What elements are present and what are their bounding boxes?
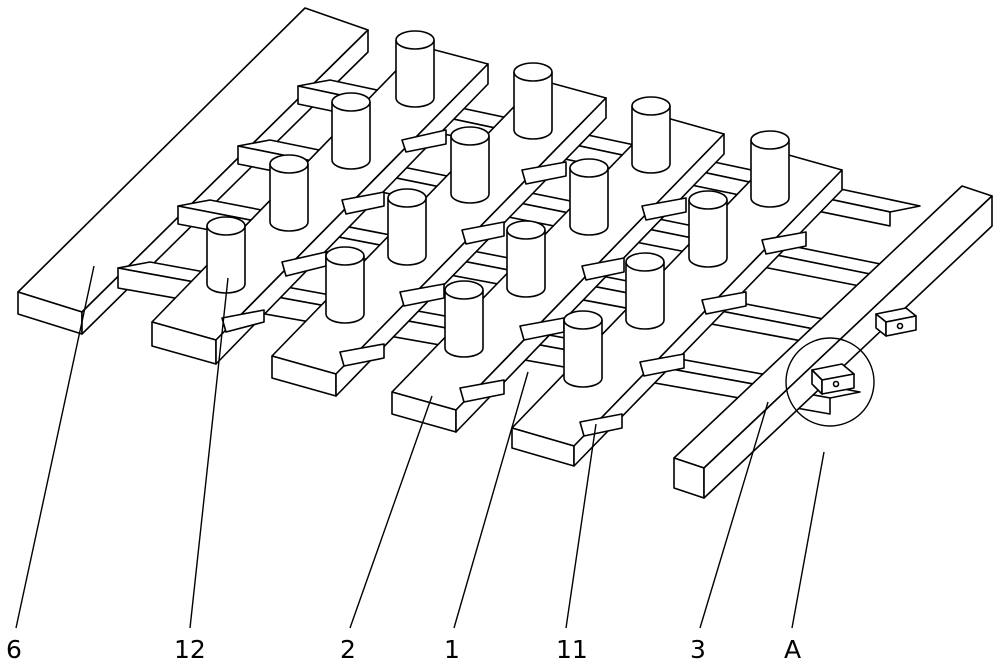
cylinder (450, 126, 490, 204)
cylinder (688, 190, 728, 268)
cylinder (513, 62, 553, 140)
label-1: 1 (444, 635, 460, 664)
wedges (221, 129, 807, 437)
label-11: 11 (556, 635, 588, 664)
cylinder (325, 246, 365, 324)
cylinder (563, 310, 603, 388)
beam-3 (673, 185, 993, 499)
cylinder (395, 30, 435, 108)
cylinder (444, 280, 484, 358)
label-3: 3 (690, 635, 706, 664)
bracket (875, 307, 917, 337)
label-12: 12 (174, 635, 206, 664)
cylinder (206, 216, 246, 294)
label-2: 2 (340, 635, 356, 664)
cylinders (206, 30, 790, 388)
beam-6 (17, 7, 369, 335)
cylinder (387, 188, 427, 266)
detail-circle-A (785, 337, 875, 427)
labels: 6 12 2 1 11 3 A (6, 635, 801, 664)
cylinder (750, 130, 790, 208)
cylinder (569, 158, 609, 236)
cylinder (269, 154, 309, 232)
cylinder (331, 92, 371, 170)
label-A: A (784, 635, 801, 664)
cylinder (506, 220, 546, 298)
bracket (811, 363, 855, 395)
cylinder (625, 252, 665, 330)
label-6: 6 (6, 635, 22, 664)
leader-lines (15, 265, 825, 629)
cylinder (631, 96, 671, 174)
